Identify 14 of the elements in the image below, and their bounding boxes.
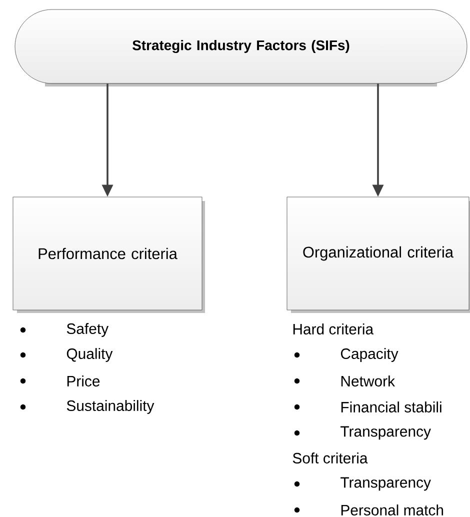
list-item: Financial stabili <box>294 402 442 412</box>
list-heading: Soft criteria <box>292 452 368 464</box>
list-heading: Hard criteria <box>293 324 374 334</box>
list-item: Transparency <box>294 426 431 440</box>
list-item: Personal match <box>294 504 444 516</box>
list-item: Network <box>294 376 395 386</box>
list-item: Capacity <box>294 348 398 362</box>
process-box: Organizational criteria <box>286 196 470 313</box>
list-item: Quality <box>20 348 113 362</box>
list-item: Safety <box>20 323 109 337</box>
list-item: Transparency <box>294 477 431 491</box>
list-item: Price <box>20 376 100 386</box>
list-item: Sustainability <box>20 400 154 414</box>
process-box: Performance criteria <box>12 196 205 313</box>
